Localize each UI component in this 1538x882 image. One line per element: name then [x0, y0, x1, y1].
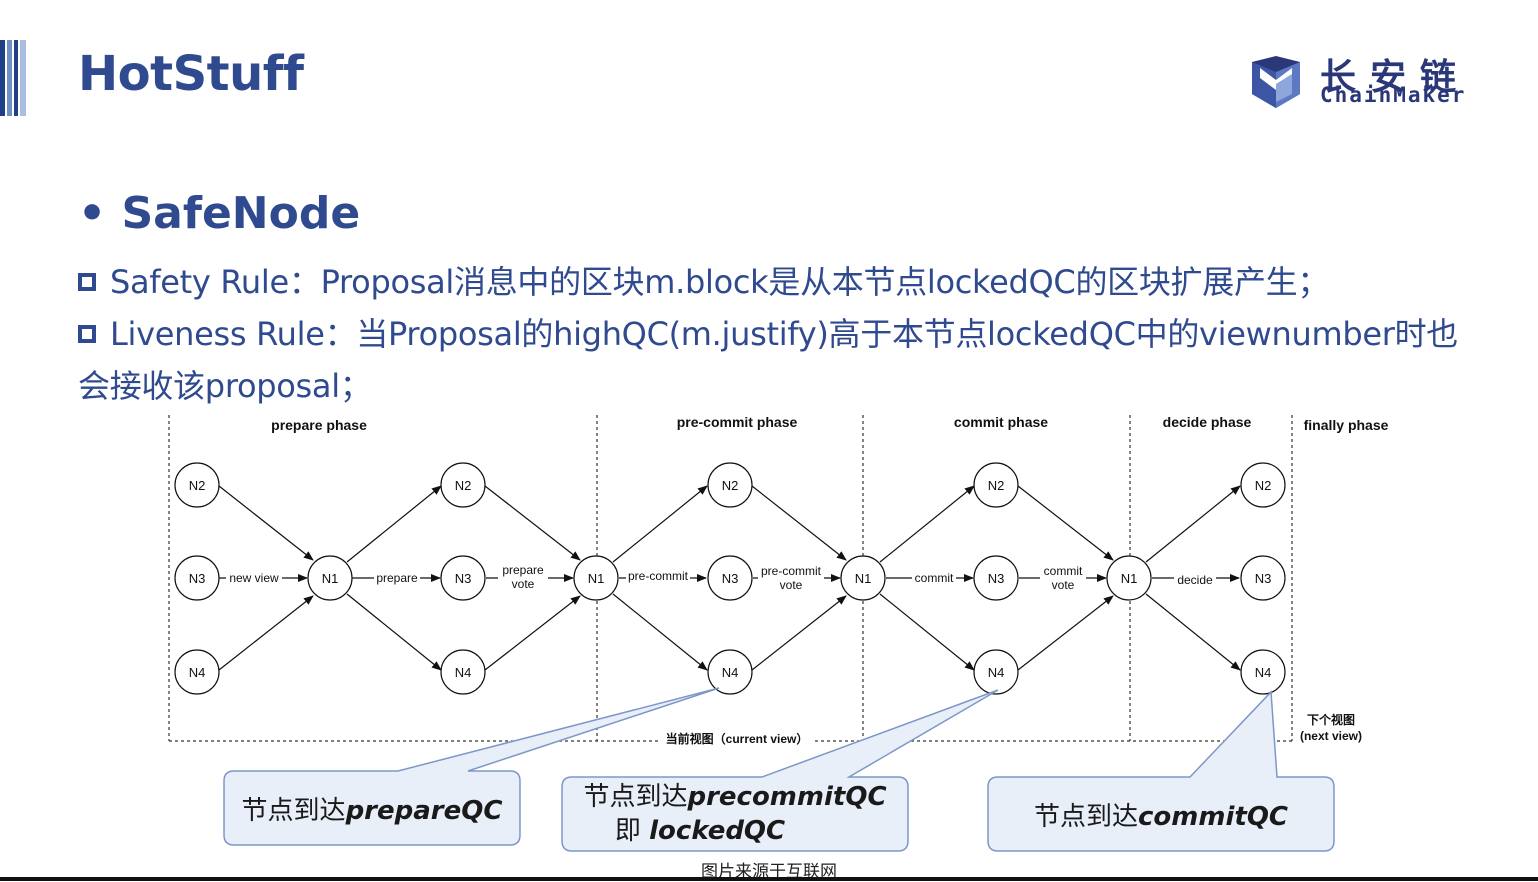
callout-precommitqc: 节点到达precommitQC 即 lockedQC — [562, 780, 908, 848]
edge-label-commit-vote-1: commit — [1044, 564, 1083, 578]
edge-label-pre-commit-vote-2: vote — [780, 578, 803, 592]
chainmaker-logo: 长安链 ChainMaker — [1248, 50, 1498, 114]
callout-prefix: 节点到达 — [583, 782, 688, 812]
callout-term: prepareQC — [345, 796, 503, 826]
callout-line2-prefix: 即 — [614, 816, 650, 846]
node-n2: N2 — [455, 478, 472, 493]
logo-chinese-text: 长安链 — [1320, 57, 1471, 98]
node-n4: N4 — [988, 665, 1005, 680]
node-n4: N4 — [1255, 665, 1272, 680]
callout-commitqc: 节点到达commitQC — [988, 796, 1334, 833]
node-n4: N4 — [189, 665, 206, 680]
checkbox-square-icon — [78, 273, 96, 291]
current-view-label: 当前视图（current view） — [666, 731, 809, 746]
callout-term: precommitQC — [687, 782, 887, 812]
node-n3: N3 — [722, 571, 739, 586]
callout-bubbles — [223, 687, 1335, 852]
node-n3: N3 — [189, 571, 206, 586]
node-n3: N3 — [1255, 571, 1272, 586]
node-n3: N3 — [988, 571, 1005, 586]
phase-label-pre-commit: pre-commit phase — [677, 414, 798, 430]
edge-label-prepare-vote-2: vote — [512, 577, 535, 591]
bottom-border — [0, 877, 1538, 881]
next-view-label-en: (next view) — [1300, 729, 1362, 743]
edge-label-commit-vote-2: vote — [1052, 578, 1075, 592]
liveness-rule-continued: 会接收该proposal； — [78, 367, 372, 405]
node-n1: N1 — [588, 571, 605, 586]
page-title: HotStuff — [78, 46, 304, 102]
edge-label-prepare-vote-1: prepare — [502, 563, 544, 577]
edge-label-decide: decide — [1177, 573, 1213, 587]
edge-label-new-view: new view — [229, 571, 279, 585]
phase-label-prepare: prepare phase — [271, 417, 367, 433]
edge-label-pre-commit-vote-1: pre-commit — [761, 564, 822, 578]
logo-english-text: ChainMaker — [1320, 83, 1467, 107]
edge-label-commit: commit — [915, 571, 954, 585]
node-n2: N2 — [722, 478, 739, 493]
callout-line2-term: lockedQC — [649, 816, 786, 846]
callout-prepareqc: 节点到达prepareQC — [224, 790, 520, 827]
checkbox-square-icon — [78, 325, 96, 343]
node-n4: N4 — [455, 665, 472, 680]
chainmaker-cube-icon — [1252, 56, 1300, 108]
liveness-rule-text: Liveness Rule：当Proposal的highQC(m.justify… — [110, 315, 1459, 353]
edge-label-prepare: prepare — [376, 571, 418, 585]
node-n1: N1 — [1121, 571, 1138, 586]
node-n2: N2 — [988, 478, 1005, 493]
hotstuff-phase-diagram: prepare phase pre-commit phase commit ph… — [168, 414, 1389, 852]
next-view-label-cn: 下个视图 — [1307, 712, 1355, 727]
node-n2: N2 — [189, 478, 206, 493]
liveness-rule: Liveness Rule：当Proposal的highQC(m.justify… — [78, 309, 1458, 355]
phase-label-finally: finally phase — [1304, 417, 1389, 433]
phase-label-commit: commit phase — [954, 414, 1048, 430]
safety-rule-text: Safety Rule：Proposal消息中的区块m.block是从本节点lo… — [110, 263, 1330, 301]
node-n3: N3 — [455, 571, 472, 586]
callout-prefix: 节点到达 — [1034, 802, 1139, 832]
edge-label-pre-commit: pre-commit — [628, 569, 689, 583]
node-n1: N1 — [855, 571, 872, 586]
safety-rule: Safety Rule：Proposal消息中的区块m.block是从本节点lo… — [78, 257, 1329, 303]
callout-prefix: 节点到达 — [241, 796, 346, 826]
phase-label-decide: decide phase — [1163, 414, 1252, 430]
section-heading: • SafeNode — [78, 188, 361, 239]
callout-term: commitQC — [1138, 802, 1288, 832]
node-n2: N2 — [1255, 478, 1272, 493]
node-n1: N1 — [322, 571, 339, 586]
node-n4: N4 — [722, 665, 739, 680]
